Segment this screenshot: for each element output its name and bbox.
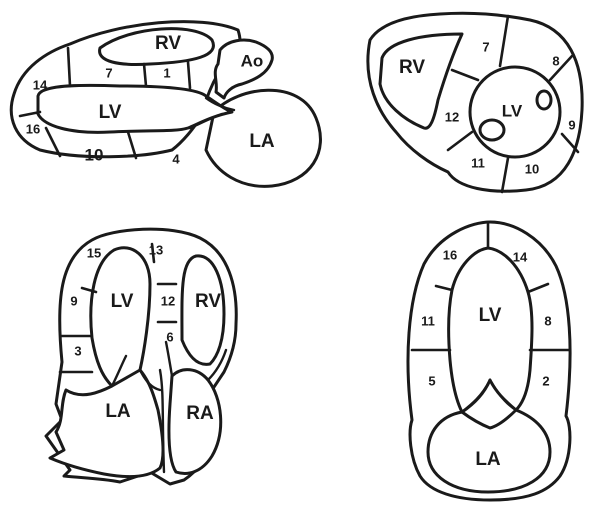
- segment-7-long-axis: 7: [105, 65, 112, 80]
- segment-12-four-chamber: 12: [161, 293, 175, 308]
- segment-11-short-axis: 11: [471, 155, 485, 170]
- segment-15-four-chamber: 15: [87, 245, 101, 260]
- papillary-muscle-posterior: [480, 120, 504, 140]
- lv-label-short-axis: LV: [502, 101, 523, 120]
- segment-5-two-chamber: 5: [428, 373, 435, 388]
- segment-8-short-axis: 8: [552, 53, 559, 68]
- rv-label-long-axis: RV: [155, 33, 181, 54]
- segment-13-four-chamber: 13: [149, 242, 163, 257]
- papillary-muscle-anterior: [537, 91, 551, 109]
- segment-9-short-axis: 9: [568, 117, 575, 132]
- segment-10-short-axis: 10: [525, 161, 539, 176]
- rv-label-short-axis: RV: [399, 57, 425, 78]
- short-axis-view: RV LV 7 8 12 9 11 10: [368, 13, 582, 192]
- segment-2-two-chamber: 2: [542, 373, 549, 388]
- rv-label-four-chamber: RV: [195, 291, 221, 312]
- segment-11-two-chamber: 11: [421, 313, 435, 328]
- segment-14-two-chamber: 14: [513, 249, 528, 264]
- four-chamber-view: LV RV LA RA 15 13 9 12 6 3: [46, 229, 236, 484]
- segment-6-four-chamber: 6: [166, 329, 173, 344]
- ao-label: Ao: [241, 51, 264, 70]
- la-label-four-chamber: LA: [105, 401, 131, 422]
- segment-10-long-axis: 10: [85, 145, 104, 164]
- la-label-two-chamber: LA: [475, 449, 501, 470]
- lv-label-long-axis: LV: [99, 102, 122, 123]
- segment-16-long-axis: 16: [26, 121, 40, 136]
- segment-8-two-chamber: 8: [544, 313, 551, 328]
- segment-14-long-axis: 14: [33, 77, 48, 92]
- segment-3-four-chamber: 3: [74, 343, 81, 358]
- segment-12-short-axis: 12: [445, 109, 459, 124]
- la-label-long-axis: LA: [249, 131, 275, 152]
- long-axis-view: RV LV Ao LA 7 1 14 16 10 4: [11, 22, 320, 187]
- segment-16-two-chamber: 16: [443, 247, 457, 262]
- segment-1-long-axis: 1: [163, 65, 170, 80]
- lv-label-two-chamber: LV: [479, 305, 502, 326]
- lv-label-four-chamber: LV: [111, 291, 134, 312]
- ra-label-four-chamber: RA: [186, 403, 214, 424]
- segment-9-four-chamber: 9: [70, 293, 77, 308]
- segment-7-short-axis: 7: [482, 39, 489, 54]
- two-chamber-view: LV LA 16 14 11 8 5 2: [408, 222, 570, 500]
- segment-4-long-axis: 4: [172, 151, 180, 166]
